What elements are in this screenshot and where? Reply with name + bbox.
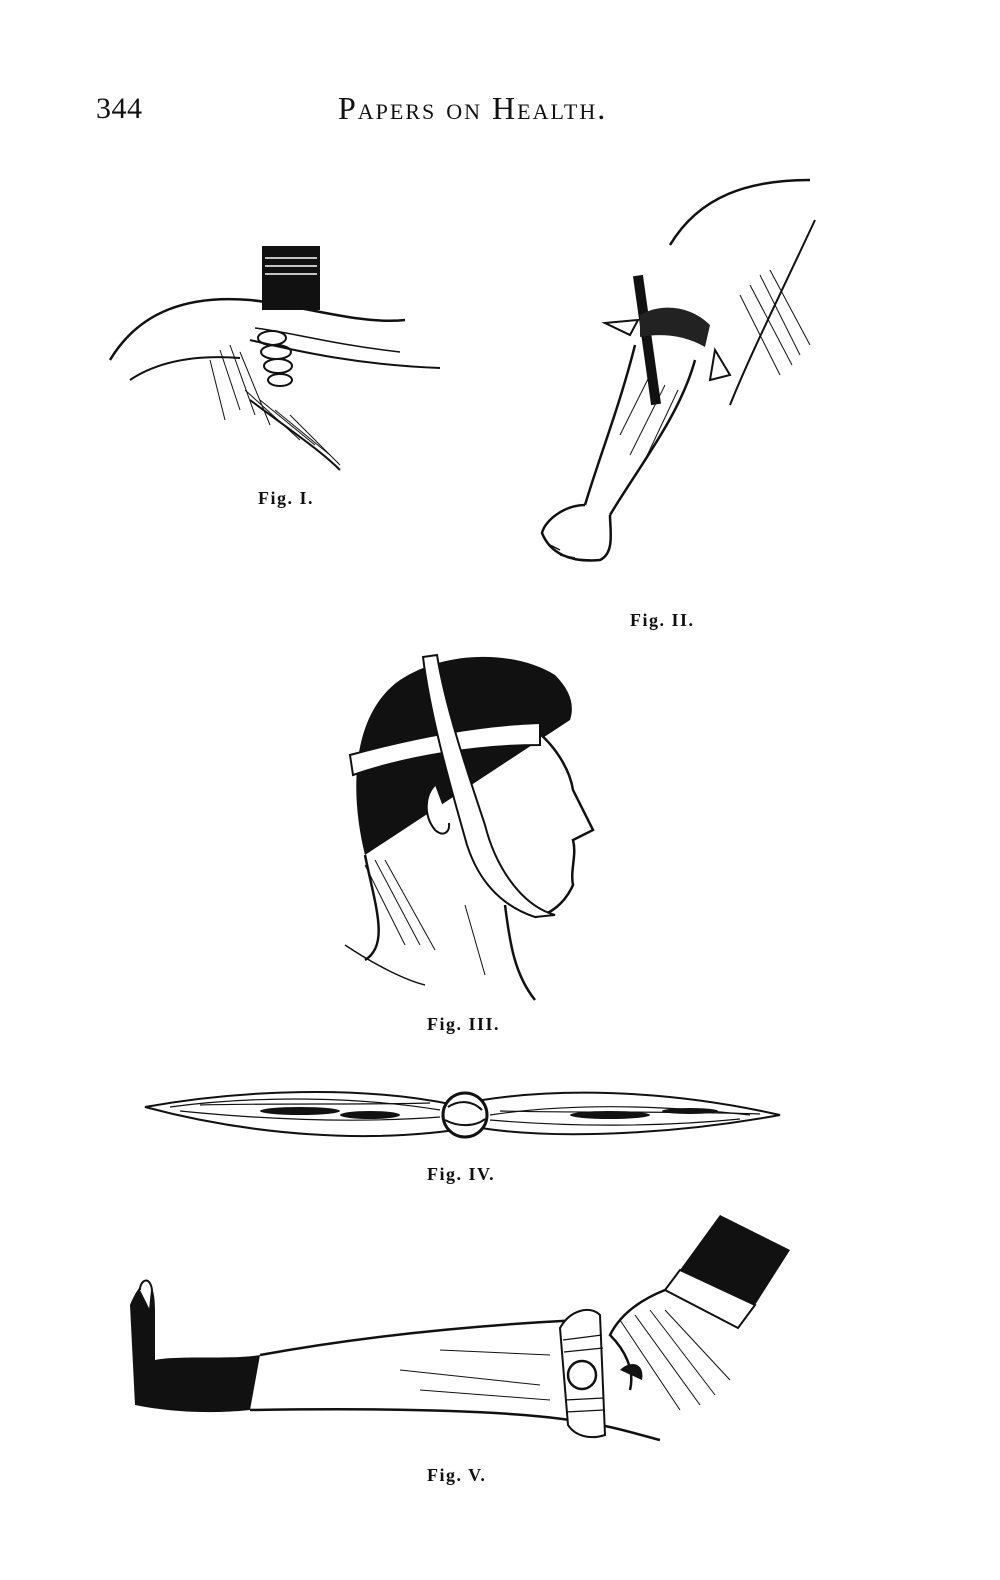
figure-4-illustration <box>144 1091 781 1139</box>
figure-5-illustration <box>130 1215 790 1442</box>
figure-4-caption: Fig. IV. <box>427 1164 496 1184</box>
figure-2-caption: Fig. II. <box>630 610 695 630</box>
page-number: 344 <box>96 92 143 125</box>
figure-5-caption: Fig. V. <box>427 1465 487 1485</box>
figure-1-illustration <box>108 246 441 471</box>
running-title: Papers on Health. <box>338 90 608 126</box>
figure-2-illustration <box>540 178 816 562</box>
figure-1-caption: Fig. I. <box>258 488 315 508</box>
figure-3-caption: Fig. III. <box>427 1014 501 1034</box>
figure-3-illustration <box>344 653 595 1001</box>
